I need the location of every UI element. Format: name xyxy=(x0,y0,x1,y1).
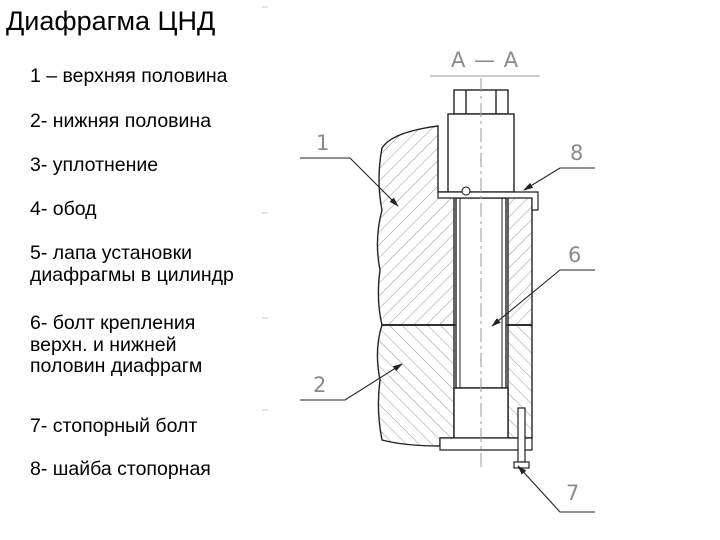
upper-half-part-1 xyxy=(376,125,455,326)
leader-lines xyxy=(300,157,595,513)
section-label: А — А xyxy=(451,48,519,72)
lower-half-part-2 xyxy=(376,324,455,447)
legend-item-1: 1 – верхняя половина xyxy=(30,65,228,87)
base-plate xyxy=(439,437,533,451)
callout-7: 7 xyxy=(566,481,579,505)
page-title: Диафрагма ЦНД xyxy=(6,6,216,36)
section-label-group: А — А xyxy=(430,48,540,77)
legend-item-8: 8- шайба стопорная xyxy=(30,458,211,480)
upper-half-right-part-1 xyxy=(507,195,533,326)
callout-1: 1 xyxy=(316,131,329,155)
callout-8: 8 xyxy=(570,141,583,165)
legend-item-7: 7- стопорный болт xyxy=(30,415,198,437)
legend-item-4: 4- обод xyxy=(30,198,97,220)
washer-tab xyxy=(461,186,471,196)
legend-item-3: 3- уплотнение xyxy=(30,154,159,176)
legend-item-2: 2- нижняя половина xyxy=(30,110,212,132)
washer-part-8 xyxy=(437,191,539,211)
callout-6: 6 xyxy=(568,243,581,267)
callout-2: 2 xyxy=(313,373,326,397)
legend-item-6: 6- болт крепления верхн. и нижней полови… xyxy=(30,312,203,377)
edge-ticks xyxy=(262,6,268,411)
legend-item-5: 5- лапа установки диафрагмы в цилиндр xyxy=(30,242,234,286)
